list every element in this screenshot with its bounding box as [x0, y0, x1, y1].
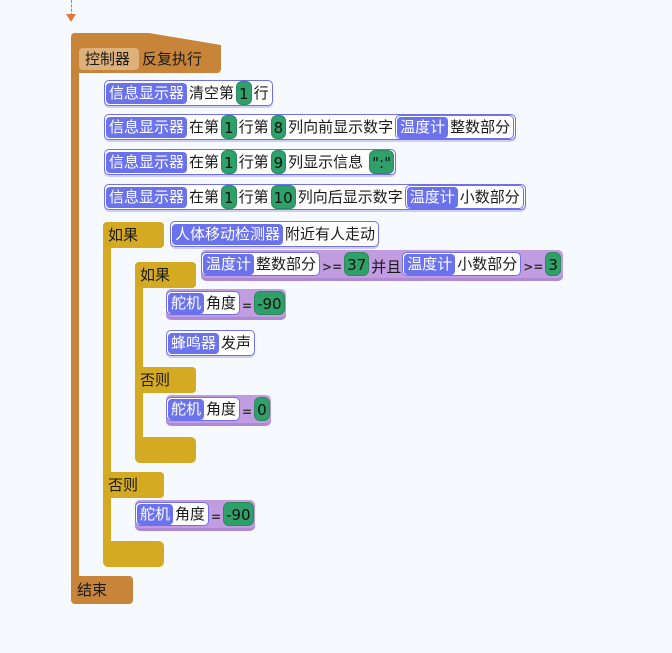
device-tag: 温度计 — [203, 253, 255, 275]
motion-detector-condition-block[interactable]: 人体移动检测器 附近有人走动 — [170, 221, 380, 247]
outer-if-footer — [103, 541, 164, 567]
device-tag: 舵机 — [168, 292, 205, 314]
servo-angle-target[interactable]: 舵机 角度 — [166, 291, 241, 315]
loop-end-block[interactable]: 结束 — [71, 576, 133, 604]
block-text: 角度 — [175, 505, 206, 523]
device-tag: 信息显示器 — [106, 82, 188, 104]
block-text: 小数部分 — [457, 255, 518, 273]
block-text: 角度 — [206, 400, 237, 418]
device-tag: 舵机 — [137, 503, 174, 525]
and-condition-block[interactable]: 温度计 整数部分 >= 37 并且 温度计 小数部分 >= 3 — [201, 250, 563, 278]
compare-operator[interactable]: >= — [523, 260, 544, 274]
loop-label: 反复执行 — [142, 50, 203, 68]
device-tag: 蜂鸣器 — [168, 332, 220, 354]
block-text: 列向后显示数字 — [297, 188, 403, 206]
device-tag: 温度计 — [397, 116, 449, 138]
block-text: 清空第 — [189, 84, 235, 102]
block-text: 行第 — [238, 153, 269, 171]
device-tag: 人体移动检测器 — [172, 223, 284, 245]
servo-angle-target[interactable]: 舵机 角度 — [135, 502, 210, 526]
row-number-input[interactable]: 1 — [221, 150, 237, 174]
assign-operator: = — [242, 405, 253, 419]
block-text: 行第 — [238, 118, 269, 136]
column-number-input[interactable]: 9 — [270, 150, 287, 174]
column-number-input[interactable]: 10 — [270, 185, 296, 209]
display-number-backward-block[interactable]: 信息显示器 在第 1 行第 10 列向后显示数字 温度计 小数部分 — [104, 184, 526, 210]
connector-arrow-icon — [66, 14, 76, 22]
compare-operator[interactable]: >= — [322, 260, 343, 274]
servo-angle-block[interactable]: 舵机 角度 = -90 — [166, 289, 286, 317]
connector-line — [71, 0, 72, 16]
row-number-input[interactable]: 1 — [221, 115, 237, 139]
block-text: 列显示信息 — [288, 153, 364, 171]
device-tag: 温度计 — [404, 253, 456, 275]
buzzer-sound-block[interactable]: 蜂鸣器 发声 — [166, 330, 256, 356]
thermometer-integer-block[interactable]: 温度计 整数部分 — [201, 252, 321, 276]
angle-value-input[interactable]: 0 — [254, 397, 270, 421]
inner-if-footer — [135, 437, 196, 463]
block-text: 整数部分 — [450, 118, 511, 136]
thermometer-decimal-block[interactable]: 温度计 小数部分 — [404, 185, 524, 209]
outer-else-label[interactable]: 否则 — [103, 472, 164, 498]
and-label: 并且 — [371, 258, 402, 276]
assign-operator: = — [211, 510, 222, 524]
device-tag: 温度计 — [406, 186, 458, 208]
block-text: 发声 — [221, 334, 252, 352]
row-number-input[interactable]: 1 — [236, 81, 252, 105]
device-tag: 舵机 — [168, 398, 205, 420]
thermometer-integer-block[interactable]: 温度计 整数部分 — [395, 115, 515, 139]
block-text: 列向前显示数字 — [288, 118, 394, 136]
display-clear-row-block[interactable]: 信息显示器 清空第 1 行 — [104, 80, 273, 106]
inner-if-block[interactable]: 如果 — [135, 262, 196, 288]
compare-value-input[interactable]: 37 — [344, 252, 370, 276]
compare-value-input[interactable]: 3 — [545, 252, 561, 276]
outer-if-block[interactable]: 如果 — [103, 222, 164, 248]
outer-if-spine — [103, 246, 111, 546]
angle-value-input[interactable]: -90 — [223, 502, 254, 526]
display-number-forward-block[interactable]: 信息显示器 在第 1 行第 8 列向前显示数字 温度计 整数部分 — [104, 114, 517, 140]
block-text: 附近有人走动 — [285, 225, 376, 243]
block-text: 行 — [253, 84, 269, 102]
compare-right-block[interactable]: 温度计 小数部分 >= 3 — [402, 250, 562, 278]
loop-spine — [71, 70, 79, 580]
device-tag: 信息显示器 — [106, 186, 188, 208]
compare-left-block[interactable]: 温度计 整数部分 >= 37 — [201, 250, 371, 278]
message-text-input[interactable]: ":" — [369, 150, 395, 174]
block-text: 小数部分 — [459, 188, 520, 206]
block-text: 在第 — [189, 188, 220, 206]
loop-category-tag: 控制器 — [79, 48, 139, 70]
block-text: 在第 — [189, 153, 220, 171]
device-tag: 信息显示器 — [106, 151, 188, 173]
servo-angle-block[interactable]: 舵机 角度 = -90 — [135, 500, 255, 528]
angle-value-input[interactable]: -90 — [254, 291, 285, 315]
block-text: 角度 — [206, 294, 237, 312]
row-number-input[interactable]: 1 — [221, 185, 237, 209]
assign-operator: = — [242, 299, 253, 313]
thermometer-decimal-block[interactable]: 温度计 小数部分 — [402, 252, 522, 276]
inner-else-label[interactable]: 否则 — [135, 367, 196, 393]
block-text: 行第 — [238, 188, 269, 206]
device-tag: 信息显示器 — [106, 116, 188, 138]
servo-angle-target[interactable]: 舵机 角度 — [166, 397, 241, 421]
display-message-block[interactable]: 信息显示器 在第 1 行第 9 列显示信息 ":" — [104, 149, 397, 175]
block-text: 在第 — [189, 118, 220, 136]
column-number-input[interactable]: 8 — [270, 115, 287, 139]
block-text: 整数部分 — [256, 255, 317, 273]
servo-angle-block[interactable]: 舵机 角度 = 0 — [166, 395, 271, 423]
